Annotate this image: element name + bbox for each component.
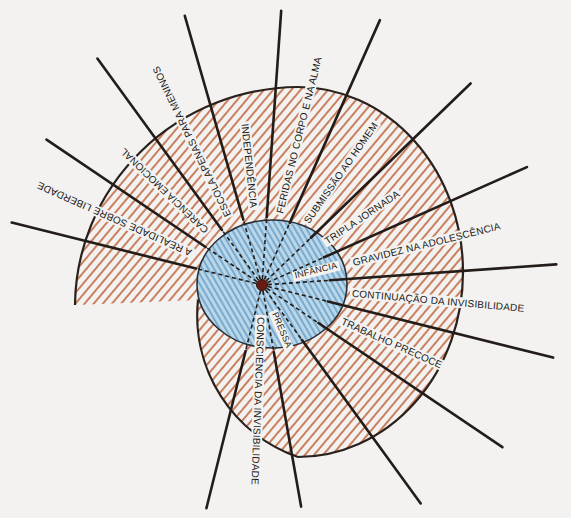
spoke-line: [330, 264, 557, 280]
spoke-label: CONSCIÊNCIA DA INVISIBILIDADE: [249, 315, 266, 487]
dashed-spoke: [268, 280, 330, 284]
spoke-line: [311, 84, 471, 238]
spoke-line: [302, 340, 421, 503]
spoke-label: TRABALHO PRECOCE: [337, 315, 445, 371]
dashed-spoke: [222, 230, 259, 280]
spoke-line: [267, 11, 282, 218]
dashed-spoke: [262, 217, 266, 279]
dashed-spoke: [206, 247, 257, 282]
spoke-line: [318, 323, 502, 447]
dashed-spoke: [268, 287, 328, 302]
spoke-label: INDEPENDÊNCIA: [239, 121, 259, 211]
spoke-label: TRIPLA JORNADA: [321, 187, 403, 247]
outer-spokes: [12, 11, 557, 509]
spoke-label: FERIDAS NO CORPO E NA ALMA: [274, 54, 325, 217]
dashed-spoke: [196, 269, 256, 284]
spiral-outline: [75, 87, 463, 457]
spoke-line: [274, 352, 301, 507]
center-dot: [257, 280, 268, 291]
spoke-label: PRESSA: [268, 309, 293, 351]
spoke-label: GRAVIDEZ NA ADOLESCÊNCIA: [350, 220, 504, 268]
dashed-spoke: [243, 220, 260, 280]
spoke-line: [206, 351, 245, 508]
spoke-label: CONTINUAÇÃO DA INVISIBILIDADE: [349, 287, 526, 313]
spoke-label: INFÂNCIA: [292, 261, 341, 282]
hatched-band: [75, 87, 463, 457]
